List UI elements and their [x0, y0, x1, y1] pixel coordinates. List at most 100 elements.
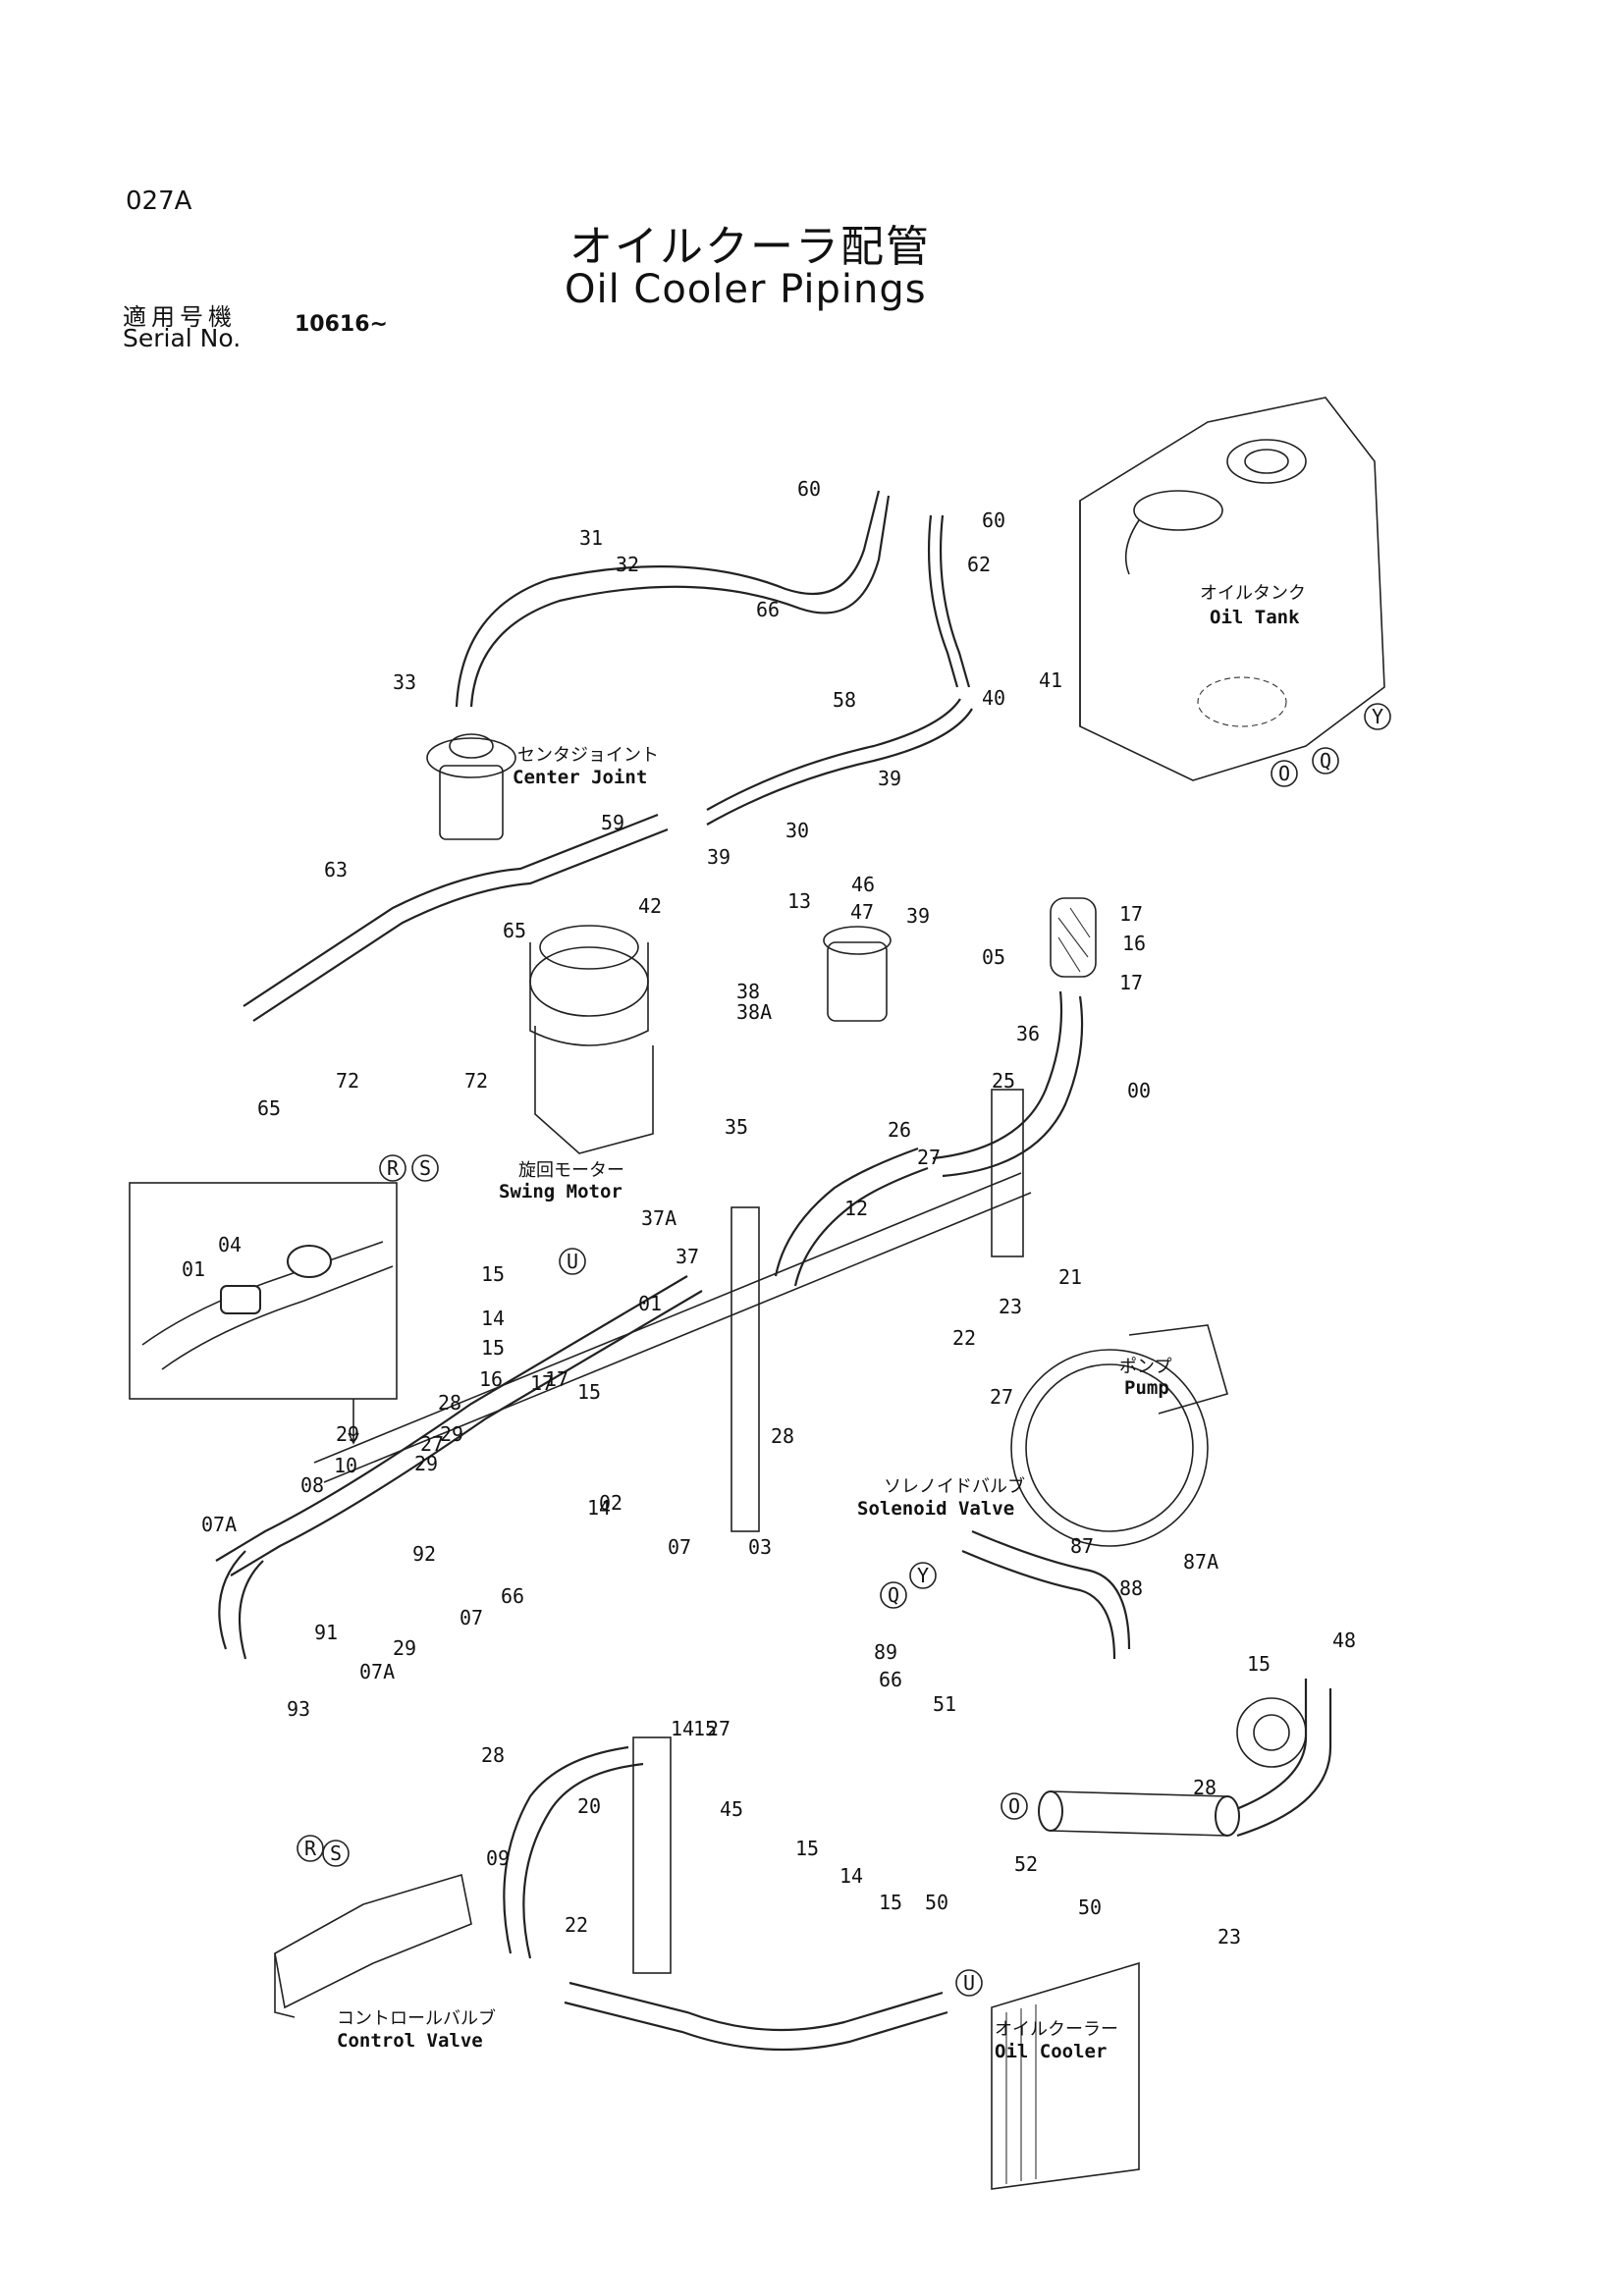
part-number-label: 33: [393, 670, 416, 694]
part-number-label: 52: [1014, 1852, 1038, 1876]
part-number-label: 37: [676, 1245, 699, 1268]
part-number-label: 65: [257, 1096, 281, 1120]
part-number-label: 27: [420, 1432, 444, 1456]
part-number-label: 28: [481, 1743, 505, 1767]
part-number-label: 16: [479, 1367, 503, 1391]
part-number-label: 72: [464, 1069, 488, 1093]
part-number-label: 15: [795, 1837, 819, 1860]
page-code: 027A: [126, 187, 192, 216]
part-number-label: 87A: [1183, 1550, 1218, 1574]
pump-label-en: Pump: [1124, 1377, 1169, 1399]
component-captions: オイルタンク Oil Tank センタジョイント Center Joint 旋回…: [337, 583, 1306, 2062]
part-number-label: 17: [1119, 971, 1143, 994]
part-number-label: 10: [334, 1454, 357, 1477]
control-valve-drawing: [274, 1873, 472, 2018]
port-marker-circle: [559, 1248, 586, 1275]
part-number-label: 03: [748, 1535, 772, 1559]
port-marker-circle: [909, 1562, 937, 1589]
oil-tank-label-en: Oil Tank: [1210, 607, 1300, 628]
part-number-label: 14: [839, 1864, 863, 1888]
line-filter-drawing: [823, 926, 892, 1022]
part-number-label: 60: [982, 508, 1005, 532]
part-number-label: 28: [771, 1424, 794, 1448]
oil-cooler-label-jp: オイルクーラー: [995, 2019, 1118, 2040]
part-number-label: 63: [324, 858, 348, 881]
part-number-label: 15: [693, 1717, 717, 1740]
oil-cooler-label-en: Oil Cooler: [995, 2041, 1107, 2062]
part-number-label: 42: [638, 894, 662, 918]
part-number-label: 29: [393, 1636, 416, 1660]
port-marker-letter: U: [963, 1971, 975, 1995]
port-marker-circle: [411, 1154, 439, 1182]
port-marker-circle: [379, 1154, 406, 1182]
part-number-label: 07: [460, 1606, 483, 1629]
cooler-pipe-52-drawing: [1038, 1697, 1307, 1837]
part-number-label: 15: [481, 1336, 505, 1360]
part-number-label: 27: [917, 1146, 941, 1169]
oil-tank-drawing: [1079, 397, 1385, 781]
control-valve-label-jp: コントロールバルブ: [337, 2007, 496, 2029]
part-number-label: 07A: [359, 1660, 395, 1683]
part-number-label: 28: [1193, 1776, 1217, 1799]
port-marker-circle: [1271, 760, 1298, 787]
port-marker-letter: O: [1008, 1794, 1020, 1818]
part-number-label: 27: [707, 1717, 730, 1740]
part-number-label: 91: [314, 1621, 338, 1644]
part-number-label: 38: [736, 980, 760, 1003]
port-marker-letter: Y: [917, 1564, 929, 1587]
part-number-label: 05: [982, 945, 1005, 969]
part-number-label: 13: [787, 889, 811, 913]
port-marker-circle: [880, 1581, 907, 1609]
port-marker-circle: [1364, 703, 1391, 730]
part-number-label: 29: [440, 1422, 463, 1446]
part-number-label: 39: [878, 767, 901, 790]
bracket-drawing: [632, 1089, 1024, 1974]
part-number-label: 28: [438, 1391, 461, 1415]
solenoid-valve-label-jp: ソレノイドバルブ: [884, 1475, 1025, 1497]
part-number-label: 26: [888, 1118, 911, 1142]
pump-label-jp: ポンプ: [1119, 1357, 1171, 1377]
part-number-label: 15: [481, 1262, 505, 1286]
swing-motor-label-jp: 旋回モーター: [518, 1160, 624, 1181]
port-marker: O: [1001, 1792, 1028, 1820]
part-number-label: 62: [967, 553, 991, 576]
part-number-label: 38A: [736, 1000, 772, 1024]
part-number-label: 04: [218, 1233, 242, 1256]
port-marker: S: [322, 1840, 350, 1867]
part-number-label: 12: [844, 1197, 868, 1220]
port-marker-letter: Q: [888, 1583, 899, 1607]
center-joint-drawing: [426, 733, 516, 840]
port-marker-letter: R: [387, 1156, 400, 1180]
part-number-label: 35: [725, 1115, 748, 1139]
port-marker: U: [955, 1969, 983, 1997]
serial-label-japanese: 適用号機: [123, 303, 237, 331]
part-number-label: 23: [1217, 1925, 1241, 1949]
part-number-label: 01: [182, 1257, 205, 1281]
part-number-label: 14: [587, 1496, 611, 1520]
part-number-label: 20: [577, 1794, 601, 1818]
port-marker-letter: Y: [1372, 705, 1383, 728]
part-number-label: 87: [1070, 1534, 1094, 1558]
port-marker-circle: [955, 1969, 983, 1997]
serial-value: 10616~: [295, 312, 388, 337]
part-number-label: 17: [545, 1367, 568, 1391]
port-marker-letter: O: [1278, 762, 1290, 785]
port-marker-circle: [1001, 1792, 1028, 1820]
part-number-label: 93: [287, 1697, 310, 1721]
swing-motor-drawing: [529, 925, 654, 1154]
center-joint-label-en: Center Joint: [513, 767, 647, 788]
port-marker: R: [379, 1154, 406, 1182]
part-number-label: 36: [1016, 1022, 1040, 1045]
part-number-label: 17: [530, 1371, 554, 1395]
solenoid-valve-label-en: Solenoid Valve: [857, 1498, 1014, 1520]
title-japanese: オイルクーラ配管: [569, 222, 931, 272]
part-number-label: 22: [952, 1326, 976, 1350]
part-number-label: 23: [999, 1295, 1022, 1318]
part-number-label: 41: [1039, 668, 1062, 692]
oil-tank-label-jp: オイルタンク: [1200, 583, 1306, 604]
part-number-label: 72: [336, 1069, 359, 1093]
